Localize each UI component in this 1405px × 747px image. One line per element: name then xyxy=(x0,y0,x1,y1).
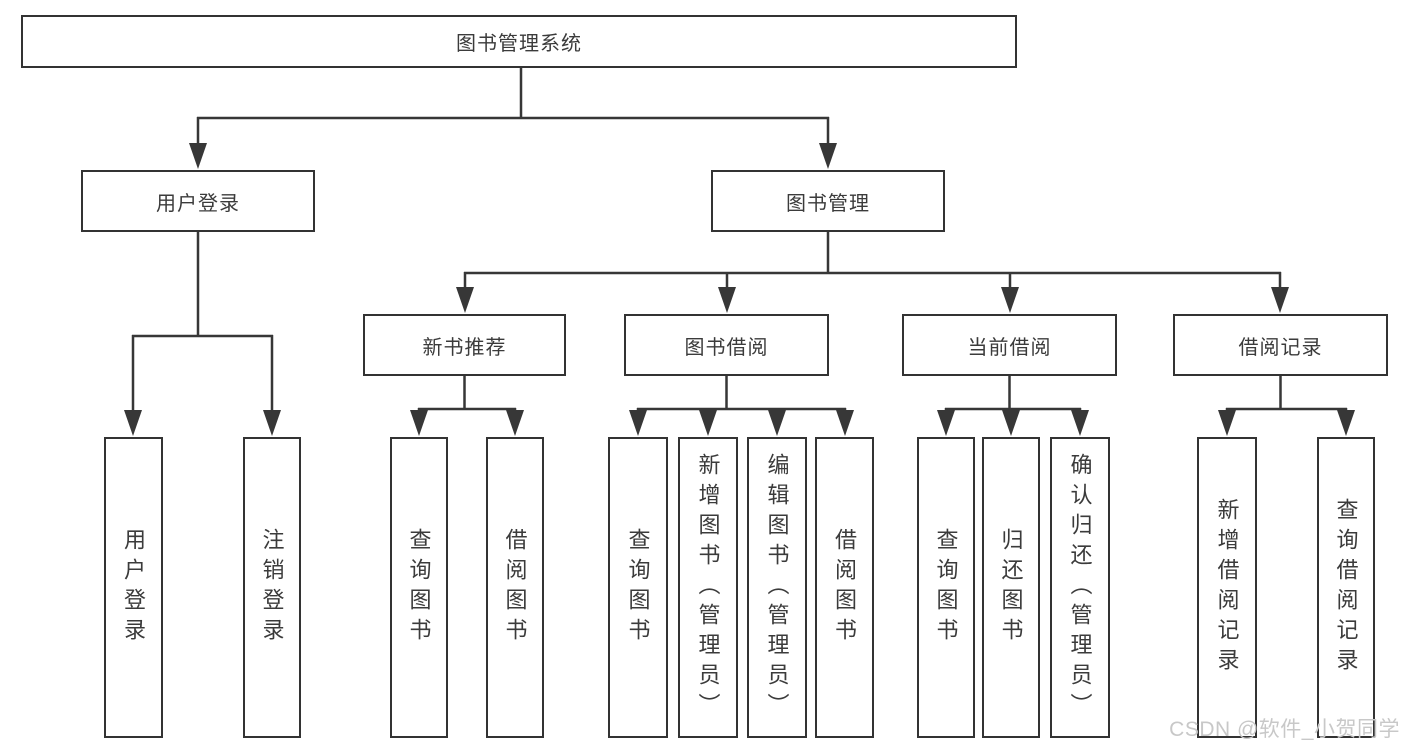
node-label: 借阅图书 xyxy=(502,527,528,648)
leaf-confirm-return-admin: 确认归还（管理员） xyxy=(1050,437,1110,738)
arrow-down-icon xyxy=(937,410,955,436)
node-label: 查询图书 xyxy=(406,527,432,648)
leaf-query-books: 查询图书 xyxy=(390,437,448,738)
leaf-borrow-books: 借阅图书 xyxy=(486,437,544,738)
node-label: 新书推荐 xyxy=(422,336,507,359)
arrow-down-icon xyxy=(506,410,524,436)
arrowheads xyxy=(124,143,1355,436)
node-label: 图书管理 xyxy=(786,192,870,215)
arrow-down-icon xyxy=(456,287,474,313)
arrow-down-icon xyxy=(189,143,207,169)
node-label: 查询图书 xyxy=(625,527,651,648)
arrow-down-icon xyxy=(1001,287,1019,313)
csdn-watermark: CSDN @软件_小贺同学 xyxy=(1169,718,1400,741)
leaf-edit-book-admin: 编辑图书（管理员） xyxy=(747,437,807,738)
arrow-down-icon xyxy=(629,410,647,436)
node-label: 归还图书 xyxy=(998,527,1024,648)
node-label: 查询图书 xyxy=(933,527,959,648)
arrow-down-icon xyxy=(410,410,428,436)
node-book-borrow: 图书借阅 xyxy=(624,314,829,376)
node-label: 图书借阅 xyxy=(684,336,769,359)
arrow-down-icon xyxy=(718,287,736,313)
arrow-down-icon xyxy=(1002,410,1020,436)
leaf-query-books: 查询图书 xyxy=(917,437,975,738)
node-new-book-recommend: 新书推荐 xyxy=(363,314,566,376)
arrow-down-icon xyxy=(699,410,717,436)
node-label: 用户登录 xyxy=(156,192,240,215)
node-label: 当前借阅 xyxy=(967,336,1052,359)
leaf-query-borrow-record: 查询借阅记录 xyxy=(1317,437,1375,738)
node-label: 新增借阅记录 xyxy=(1214,497,1240,678)
arrow-down-icon xyxy=(819,143,837,169)
node-library-system: 图书管理系统 xyxy=(21,15,1017,68)
arrow-down-icon xyxy=(1218,410,1236,436)
arrow-down-icon xyxy=(1337,410,1355,436)
node-label: 确认归还（管理员） xyxy=(1067,452,1093,723)
node-borrow-records: 借阅记录 xyxy=(1173,314,1388,376)
leaf-borrow-books: 借阅图书 xyxy=(815,437,874,738)
node-label: 用户登录 xyxy=(121,527,147,648)
arrow-down-icon xyxy=(836,410,854,436)
node-label: 图书管理系统 xyxy=(456,33,582,55)
arrow-down-icon xyxy=(1271,287,1289,313)
node-label: 查询借阅记录 xyxy=(1333,497,1359,678)
leaf-return-book: 归还图书 xyxy=(982,437,1040,738)
arrow-down-icon xyxy=(263,410,281,436)
leaf-query-books: 查询图书 xyxy=(608,437,668,738)
node-label: 借阅记录 xyxy=(1238,336,1323,359)
leaf-logout: 注销登录 xyxy=(243,437,301,738)
node-book-management: 图书管理 xyxy=(711,170,945,232)
node-label: 注销登录 xyxy=(259,527,285,648)
arrow-down-icon xyxy=(768,410,786,436)
leaf-add-book-admin: 新增图书（管理员） xyxy=(678,437,738,738)
node-label: 借阅图书 xyxy=(832,527,858,648)
leaf-add-borrow-record: 新增借阅记录 xyxy=(1197,437,1257,738)
arrow-down-icon xyxy=(124,410,142,436)
node-label: 编辑图书（管理员） xyxy=(764,452,790,723)
arrow-down-icon xyxy=(1071,410,1089,436)
node-user-login: 用户登录 xyxy=(81,170,315,232)
leaf-user-login: 用户登录 xyxy=(104,437,163,738)
node-current-borrow: 当前借阅 xyxy=(902,314,1117,376)
node-label: 新增图书（管理员） xyxy=(695,452,721,723)
